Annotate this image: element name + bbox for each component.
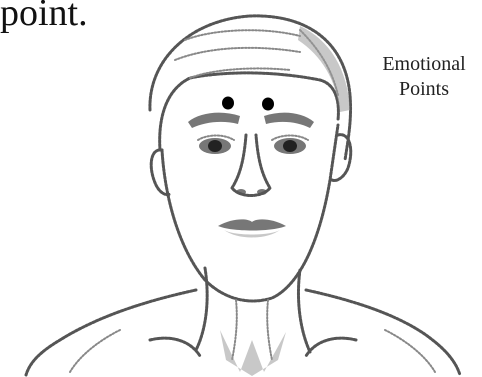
emotional-point-left: [222, 97, 234, 110]
hair: [150, 16, 351, 160]
face-outline: [151, 125, 351, 301]
emotional-point-right: [262, 98, 274, 111]
eyes: [198, 136, 308, 155]
eyebrows: [188, 113, 314, 128]
neck-and-shoulders: [26, 268, 460, 376]
mouth: [218, 219, 286, 237]
nose: [232, 135, 270, 196]
